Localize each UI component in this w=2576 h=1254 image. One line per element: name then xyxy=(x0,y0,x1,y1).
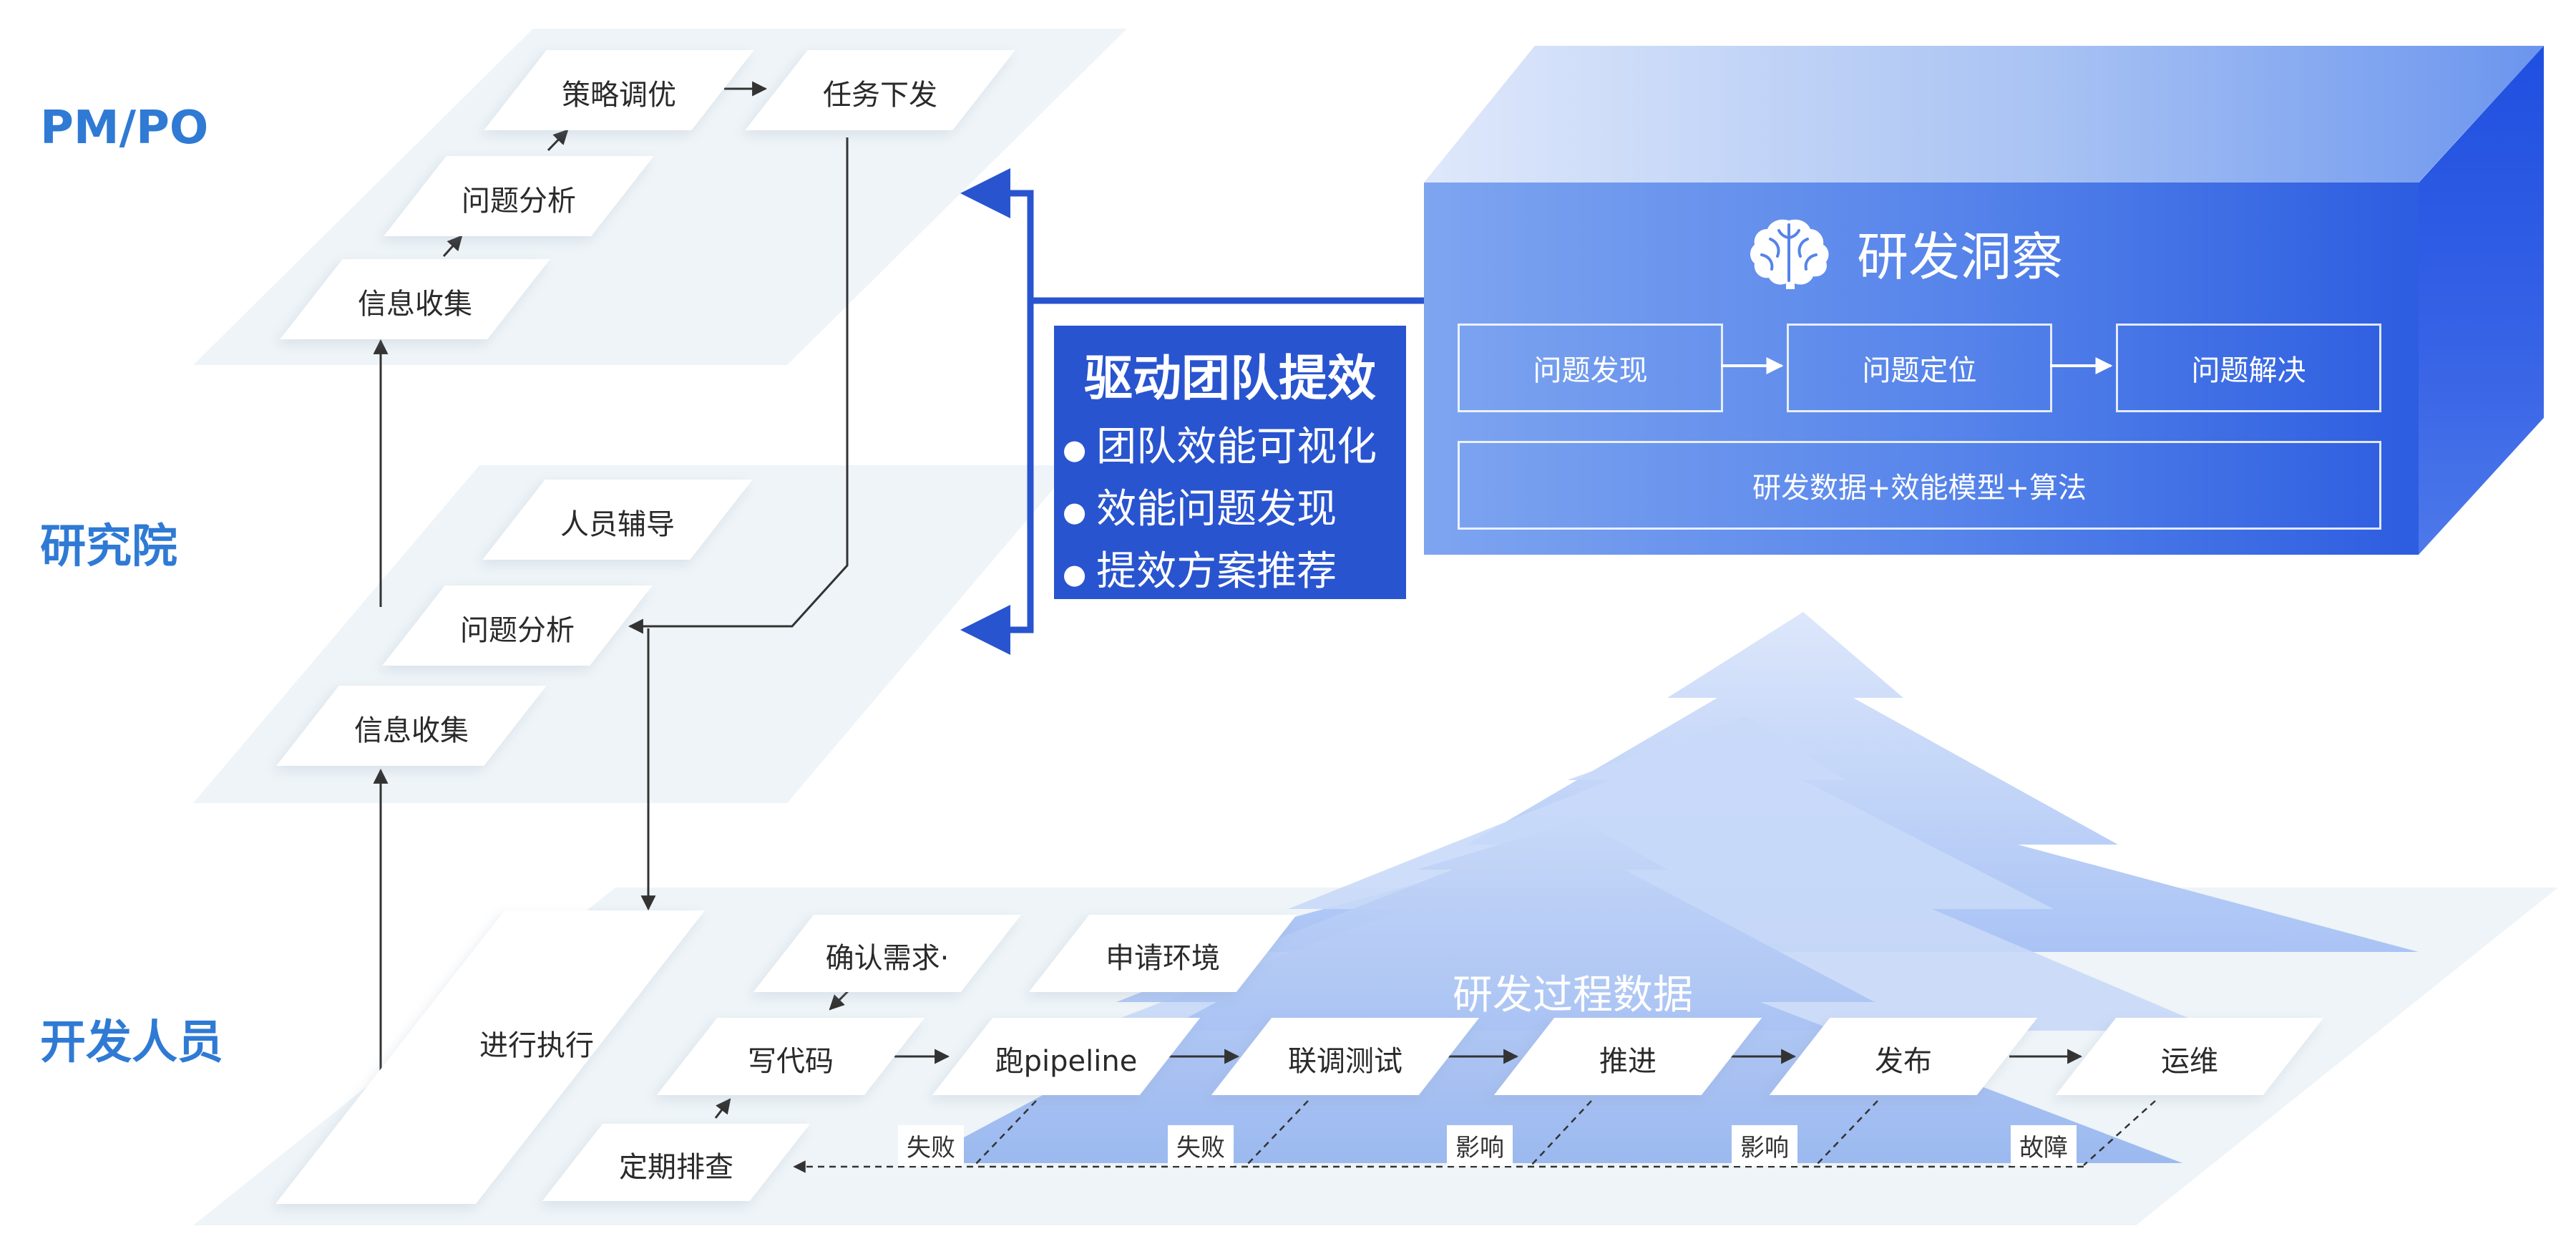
feedback-tag-impact-2: 影响 xyxy=(1732,1125,1797,1166)
insight-step-discover: 问题发现 xyxy=(1458,324,1723,412)
research-analysis-label: 问题分析 xyxy=(460,614,575,647)
pm-analysis-label: 问题分析 xyxy=(462,185,576,218)
role-pm: PM/PO xyxy=(40,102,209,155)
task-dispatch-path xyxy=(628,137,849,634)
dev-apply-env-label: 申请环境 xyxy=(1106,942,1220,975)
role-developer: 开发人员 xyxy=(40,1016,223,1069)
feedback-tag-fail-1: 失败 xyxy=(898,1125,964,1166)
pm-task-label: 任务下发 xyxy=(823,79,937,112)
dev-integration-label: 联调测试 xyxy=(1288,1045,1402,1078)
pm-strategy-label: 策略调优 xyxy=(562,79,676,112)
dev-confirm-label: 确认需求· xyxy=(825,942,950,975)
dev-release-label: 发布 xyxy=(1875,1045,1932,1078)
drive-item: 效能问题发现 xyxy=(1063,480,1377,542)
arrow-analysis-to-strategy xyxy=(547,129,569,152)
feedback-tag-fault: 故障 xyxy=(2011,1125,2077,1166)
insight-cube-front xyxy=(1424,183,2419,555)
arrow-review-to-code xyxy=(714,1098,731,1119)
drive-bracket xyxy=(991,190,1034,633)
dev-ops-label: 运维 xyxy=(2161,1045,2218,1078)
insight-cube-top xyxy=(1424,46,2544,183)
insight-step-solve: 问题解决 xyxy=(2116,324,2381,412)
drive-item: 团队效能可视化 xyxy=(1063,417,1377,480)
research-coaching-label: 人员辅导 xyxy=(560,508,675,541)
feedback-tag-impact-1: 影响 xyxy=(1447,1125,1513,1166)
brain-icon xyxy=(1750,219,1829,289)
dev-advance-label: 推进 xyxy=(1599,1045,1657,1078)
pm-collect-label: 信息收集 xyxy=(358,288,472,321)
drive-title: 驱动团队提效 xyxy=(1083,351,1376,407)
drive-item: 提效方案推荐 xyxy=(1063,542,1377,604)
dev-review-label: 定期排查 xyxy=(619,1151,733,1184)
insight-foundation: 研发数据+效能模型+算法 xyxy=(1458,441,2381,530)
dev-pipeline-label: 跑pipeline xyxy=(995,1045,1138,1078)
drive-arrow-up xyxy=(960,168,1010,218)
dev-execute-label: 进行执行 xyxy=(479,1029,594,1062)
feedback-dashed-lines xyxy=(793,1100,2156,1173)
drive-list: 团队效能可视化 效能问题发现 提效方案推荐 xyxy=(1063,417,1377,604)
feedback-tag-fail-2: 失败 xyxy=(1168,1125,1234,1166)
drive-arrow-down xyxy=(960,605,1010,655)
research-collect-label: 信息收集 xyxy=(354,714,469,747)
drive-team-efficiency-box: 驱动团队提效 团队效能可视化 效能问题发现 提效方案推荐 xyxy=(1054,326,1406,599)
process-data-label: 研发过程数据 xyxy=(1453,972,1693,1019)
insight-title: 研发洞察 xyxy=(1857,227,2064,287)
arrow-collect-to-analysis xyxy=(442,235,463,257)
insight-step-locate: 问题定位 xyxy=(1787,324,2052,412)
role-research: 研究院 xyxy=(40,520,177,573)
dev-write-code-label: 写代码 xyxy=(748,1045,834,1078)
